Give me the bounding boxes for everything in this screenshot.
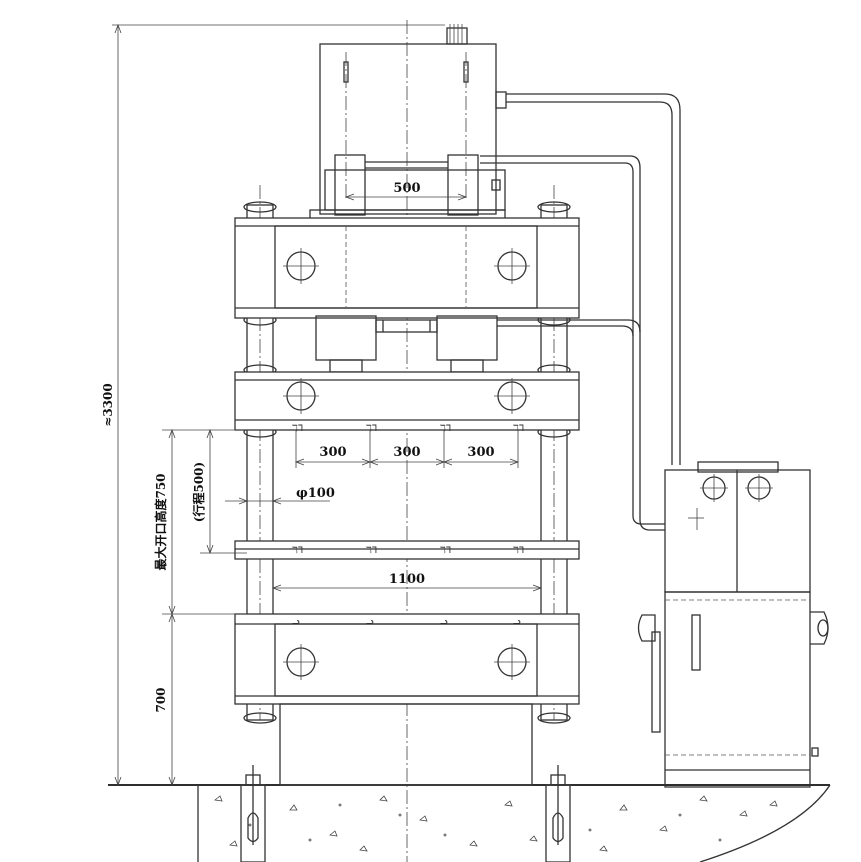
tslot-mark: ᓗ	[292, 617, 300, 627]
rams	[315, 315, 498, 373]
tslot-spacing-label-1: 300	[319, 445, 346, 460]
lower-beam	[234, 613, 580, 786]
dim-base-height	[168, 612, 176, 787]
dim-tslot-spacing	[294, 430, 520, 468]
tslot-mark: ℸᒣ	[366, 424, 377, 434]
total-height-label: ≈3300	[101, 383, 115, 426]
tslot-mark: ℸᒣ	[292, 424, 303, 434]
tslot-marks-upper: ℸᒣ ℸᒣ ℸᒣ ℸᒣ	[292, 424, 524, 434]
dim-column-diameter	[225, 497, 330, 505]
stroke-label: (行程500)	[191, 462, 206, 522]
tslot-mark: ℸᒣ	[440, 546, 451, 556]
tslot-mark: ᓗ	[366, 617, 374, 627]
tslot-mark: ℸᒣ	[513, 424, 524, 434]
tslot-marks-base: ᓗ ᓗ ᓗ ᓗ	[292, 617, 521, 627]
tslot-spacing-label-2: 300	[393, 445, 420, 460]
dim-total-height	[112, 23, 445, 787]
tslot-marks-table: ℸᒣ ℸᒣ ℸᒣ ℸᒣ	[292, 546, 524, 556]
slide	[234, 371, 580, 431]
anchor-bolt-right	[545, 765, 571, 862]
tslot-mark: ℸᒣ	[513, 546, 524, 556]
dim-stroke	[162, 428, 247, 555]
work-table	[234, 540, 580, 560]
foundation	[108, 765, 831, 862]
power-unit	[637, 461, 829, 788]
table-width-label: 1100	[389, 572, 425, 587]
top-tank	[319, 24, 507, 215]
tslot-mark: ᓗ	[440, 617, 448, 627]
upper-beam	[234, 217, 580, 319]
tslot-mark: ℸᒣ	[440, 424, 451, 434]
cylinder-spacing-label: 500	[393, 181, 420, 196]
anchor-bolt-left	[240, 765, 266, 862]
tslot-mark: ℸᒣ	[366, 546, 377, 556]
base-height-label: 700	[154, 687, 168, 712]
dim-max-opening	[162, 428, 247, 616]
column-diameter-label: φ100	[296, 486, 335, 501]
hydraulic-pipes	[480, 93, 681, 531]
dim-cylinder-spacing	[344, 193, 468, 201]
tslot-mark: ℸᒣ	[292, 546, 303, 556]
dim-table-width	[271, 584, 543, 592]
max-opening-label: 最大开口高度750	[153, 473, 168, 570]
tslot-mark: ᓗ	[513, 617, 521, 627]
tslot-spacing-label-3: 300	[467, 445, 494, 460]
